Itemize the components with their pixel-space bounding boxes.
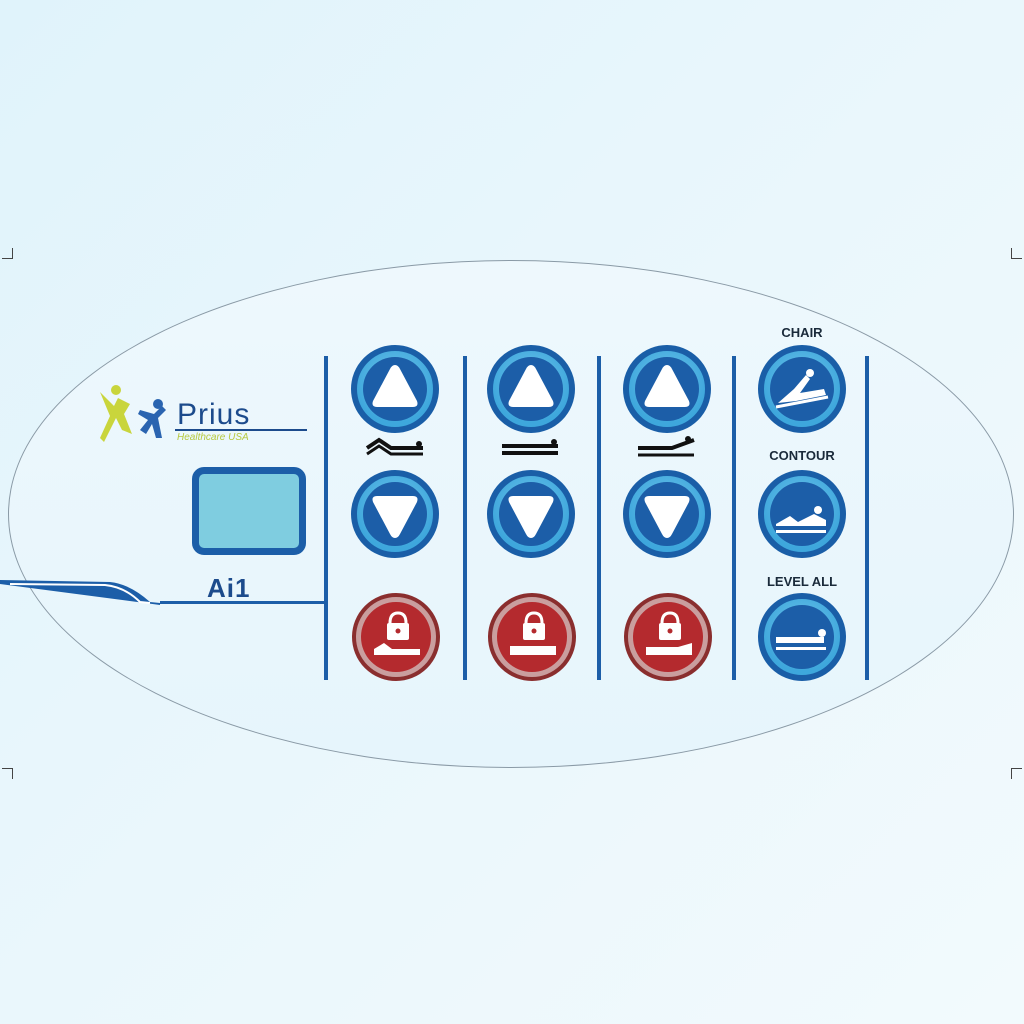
padlock-icon bbox=[646, 611, 692, 655]
brand-name: Prius bbox=[177, 398, 251, 431]
brand-logo-icon bbox=[100, 385, 166, 442]
crop-mark-top-left bbox=[2, 248, 13, 259]
swoosh-decoration bbox=[0, 580, 160, 605]
triangle-down-icon bbox=[372, 496, 418, 538]
chair-button[interactable] bbox=[758, 345, 846, 433]
chair-label: CHAIR bbox=[781, 325, 823, 340]
height-up-button[interactable] bbox=[623, 345, 711, 433]
model-label: Ai1 bbox=[207, 573, 251, 603]
brand-tagline: Healthcare USA bbox=[177, 432, 249, 443]
knee-position-icon bbox=[502, 439, 558, 455]
crop-mark-bottom-right bbox=[1011, 768, 1022, 779]
height-down-button[interactable] bbox=[623, 470, 711, 558]
divider-3 bbox=[597, 356, 601, 680]
contour-button[interactable] bbox=[758, 470, 846, 558]
height-lock-button[interactable] bbox=[624, 593, 712, 681]
triangle-down-icon bbox=[644, 496, 690, 538]
crop-mark-top-right bbox=[1011, 248, 1022, 259]
contour-position-icon bbox=[776, 506, 826, 533]
divider-4 bbox=[732, 356, 736, 680]
level-all-label: LEVEL ALL bbox=[766, 574, 838, 589]
flat-position-icon bbox=[776, 629, 826, 650]
brand-underline bbox=[175, 429, 307, 431]
knee-lock-button[interactable] bbox=[488, 593, 576, 681]
chair-position-icon bbox=[775, 369, 829, 409]
knee-up-button[interactable] bbox=[487, 345, 575, 433]
head-down-button[interactable] bbox=[351, 470, 439, 558]
triangle-up-icon bbox=[644, 365, 690, 407]
crop-mark-bottom-left bbox=[2, 768, 13, 779]
level-all-button[interactable] bbox=[758, 593, 846, 681]
padlock-icon bbox=[510, 611, 556, 655]
display-screen bbox=[192, 467, 306, 555]
divider-1 bbox=[324, 356, 328, 680]
triangle-down-icon bbox=[508, 496, 554, 538]
padlock-icon bbox=[374, 611, 420, 655]
divider-2 bbox=[463, 356, 467, 680]
head-position-icon bbox=[365, 437, 423, 456]
contour-label: CONTOUR bbox=[769, 448, 835, 463]
triangle-up-icon bbox=[372, 365, 418, 407]
divider-5 bbox=[865, 356, 869, 680]
head-up-button[interactable] bbox=[351, 345, 439, 433]
knee-down-button[interactable] bbox=[487, 470, 575, 558]
head-lock-button[interactable] bbox=[352, 593, 440, 681]
height-position-icon bbox=[638, 436, 695, 457]
triangle-up-icon bbox=[508, 365, 554, 407]
divider-horizontal bbox=[160, 601, 328, 604]
